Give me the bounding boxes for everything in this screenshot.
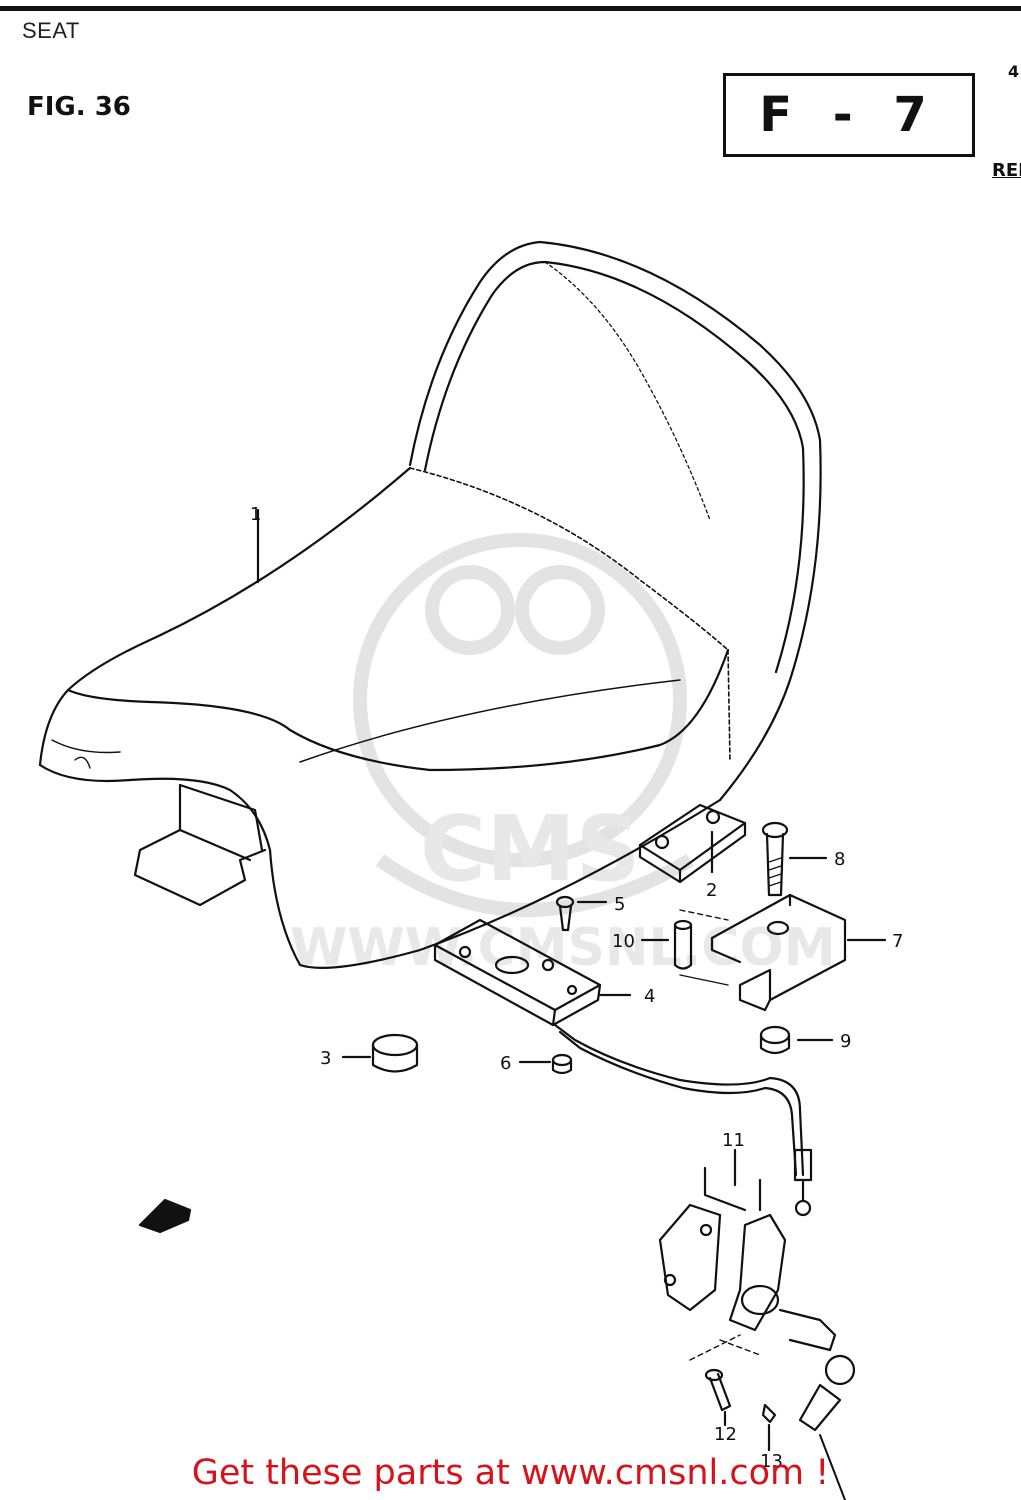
latch-cable (553, 1023, 813, 1217)
callout-7: 7 (892, 931, 903, 952)
callout-13: 13 (760, 1451, 783, 1472)
section-label: SEAT (22, 18, 80, 43)
bolt-part-8 (761, 821, 789, 897)
edge-fragment-ref: REI (992, 160, 1021, 181)
pin-part-10 (673, 909, 729, 986)
callout-6: 6 (500, 1053, 511, 1074)
page-code-box: F - 7 (723, 73, 975, 157)
callout-10: 10 (612, 931, 635, 952)
edge-fragment-number: 4 (1008, 62, 1020, 81)
callout-12: 12 (714, 1424, 737, 1445)
nut-part-9 (759, 1025, 791, 1055)
callout-4: 4 (644, 986, 655, 1007)
cms-watermark (353, 533, 694, 917)
washer-part-13 (761, 1403, 777, 1424)
parts-shop-link[interactable]: Get these parts at www.cmsnl.com ! (191, 1453, 830, 1493)
callout-1: 1 (250, 504, 261, 525)
callout-9: 9 (840, 1031, 851, 1052)
callout-5: 5 (614, 894, 625, 915)
figure-label: FIG. 36 (27, 92, 131, 122)
latch-part-4 (433, 918, 602, 1027)
screw-part-5 (555, 895, 575, 932)
rubber-part-3 (371, 1033, 419, 1073)
plate-part-2 (638, 803, 747, 884)
seat-part-1 (38, 240, 822, 969)
callout-8: 8 (834, 849, 845, 870)
callout-2: 2 (706, 880, 717, 901)
callout-3: 3 (320, 1048, 331, 1069)
lock-assembly-part-11 (658, 1166, 856, 1500)
watermark-logo-text: CMS (420, 797, 640, 902)
top-rule (0, 6, 1021, 11)
bolt-part-12 (704, 1368, 732, 1412)
front-direction-arrow-icon (138, 1198, 192, 1234)
bracket-part-7 (710, 893, 847, 1012)
page-code: F - 7 (759, 87, 939, 143)
callout-11: 11 (722, 1130, 745, 1151)
nut-part-6 (551, 1053, 573, 1075)
